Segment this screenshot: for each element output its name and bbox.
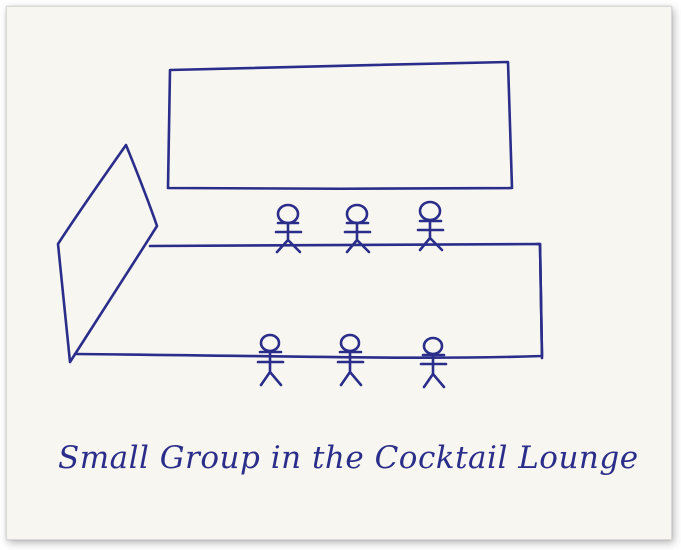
top-rectangle [166,60,514,191]
figure-bottom-2 [336,333,365,387]
left-panel [56,143,159,364]
figure-bottom-3 [419,336,448,389]
bar-counter [73,242,544,360]
figure-top-2 [343,203,372,254]
figure-bottom-1 [256,333,285,387]
sketch-frame [6,6,672,540]
caption: Small Group in the Cocktail Lounge [58,440,639,476]
bar-counter-edge [535,242,544,360]
figure-top-1 [274,203,303,254]
figure-top-3 [416,200,445,252]
